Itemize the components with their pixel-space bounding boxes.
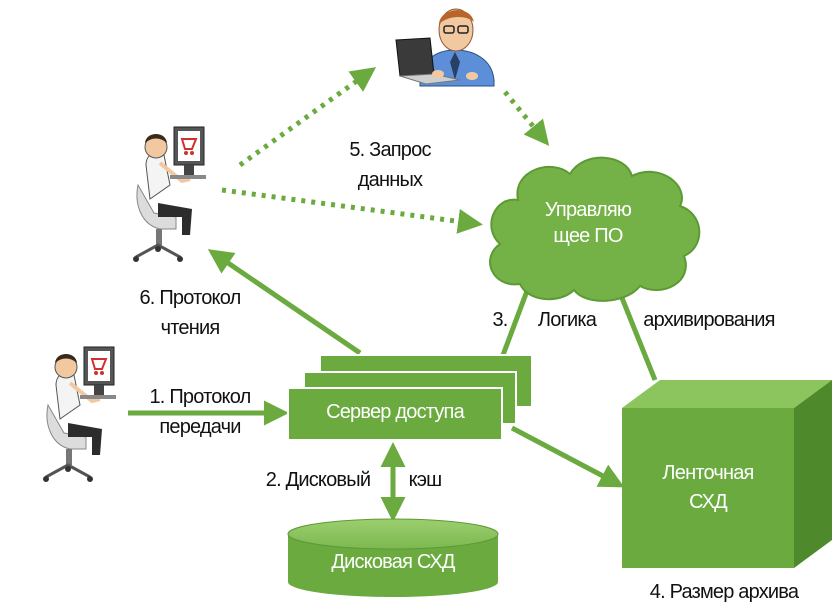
server-stack-icon xyxy=(287,354,533,441)
disk-storage-cylinder-icon xyxy=(287,518,499,597)
disk-cache-label-word1: 2. Дисковый xyxy=(265,469,371,491)
manager-to-server-link xyxy=(500,282,533,356)
read-protocol-arrow xyxy=(207,249,362,356)
cloud-icon xyxy=(489,156,701,302)
access-server-label: Сервер доступа xyxy=(326,401,465,423)
disk-storage-label: Дисковая СХД xyxy=(331,551,455,573)
read-protocol-label-line1: 6. Протокол xyxy=(139,287,241,309)
manager-software-label-line1: Управляю xyxy=(544,199,632,221)
request-link-up xyxy=(238,67,377,168)
read-protocol-label-line2: чтения xyxy=(160,317,221,339)
data-request-label-line2: данных xyxy=(357,169,423,191)
archive-size-label: 4. Размер архива xyxy=(649,581,799,603)
tape-storage-label-line2: СХД xyxy=(689,491,728,513)
manager-software-label-line2: щее ПО xyxy=(553,225,623,247)
request-link-cloud xyxy=(221,187,483,234)
server-to-tape-arrow xyxy=(510,425,625,488)
archive-logic-word2: архивирования xyxy=(643,309,775,331)
analyst-at-laptop-icon xyxy=(395,8,495,87)
tape-storage-label-line1: Ленточная xyxy=(662,462,754,484)
archive-logic-word1: Логика xyxy=(537,309,597,331)
data-request-label-line1: 5. Запрос xyxy=(349,139,431,161)
transfer-protocol-label-line2: передачи xyxy=(159,416,241,438)
operator-at-computer-icon xyxy=(43,346,116,482)
tape-storage-cube-icon xyxy=(622,380,832,568)
disk-cache-label-word2: кэш xyxy=(408,469,443,491)
archive-logic-number: 3. xyxy=(492,309,508,331)
operator-at-computer-icon xyxy=(133,126,206,262)
transfer-protocol-label-line1: 1. Протокол xyxy=(149,386,251,408)
manager-to-tape-link xyxy=(615,287,658,381)
analyst-to-manager-link xyxy=(503,90,550,146)
